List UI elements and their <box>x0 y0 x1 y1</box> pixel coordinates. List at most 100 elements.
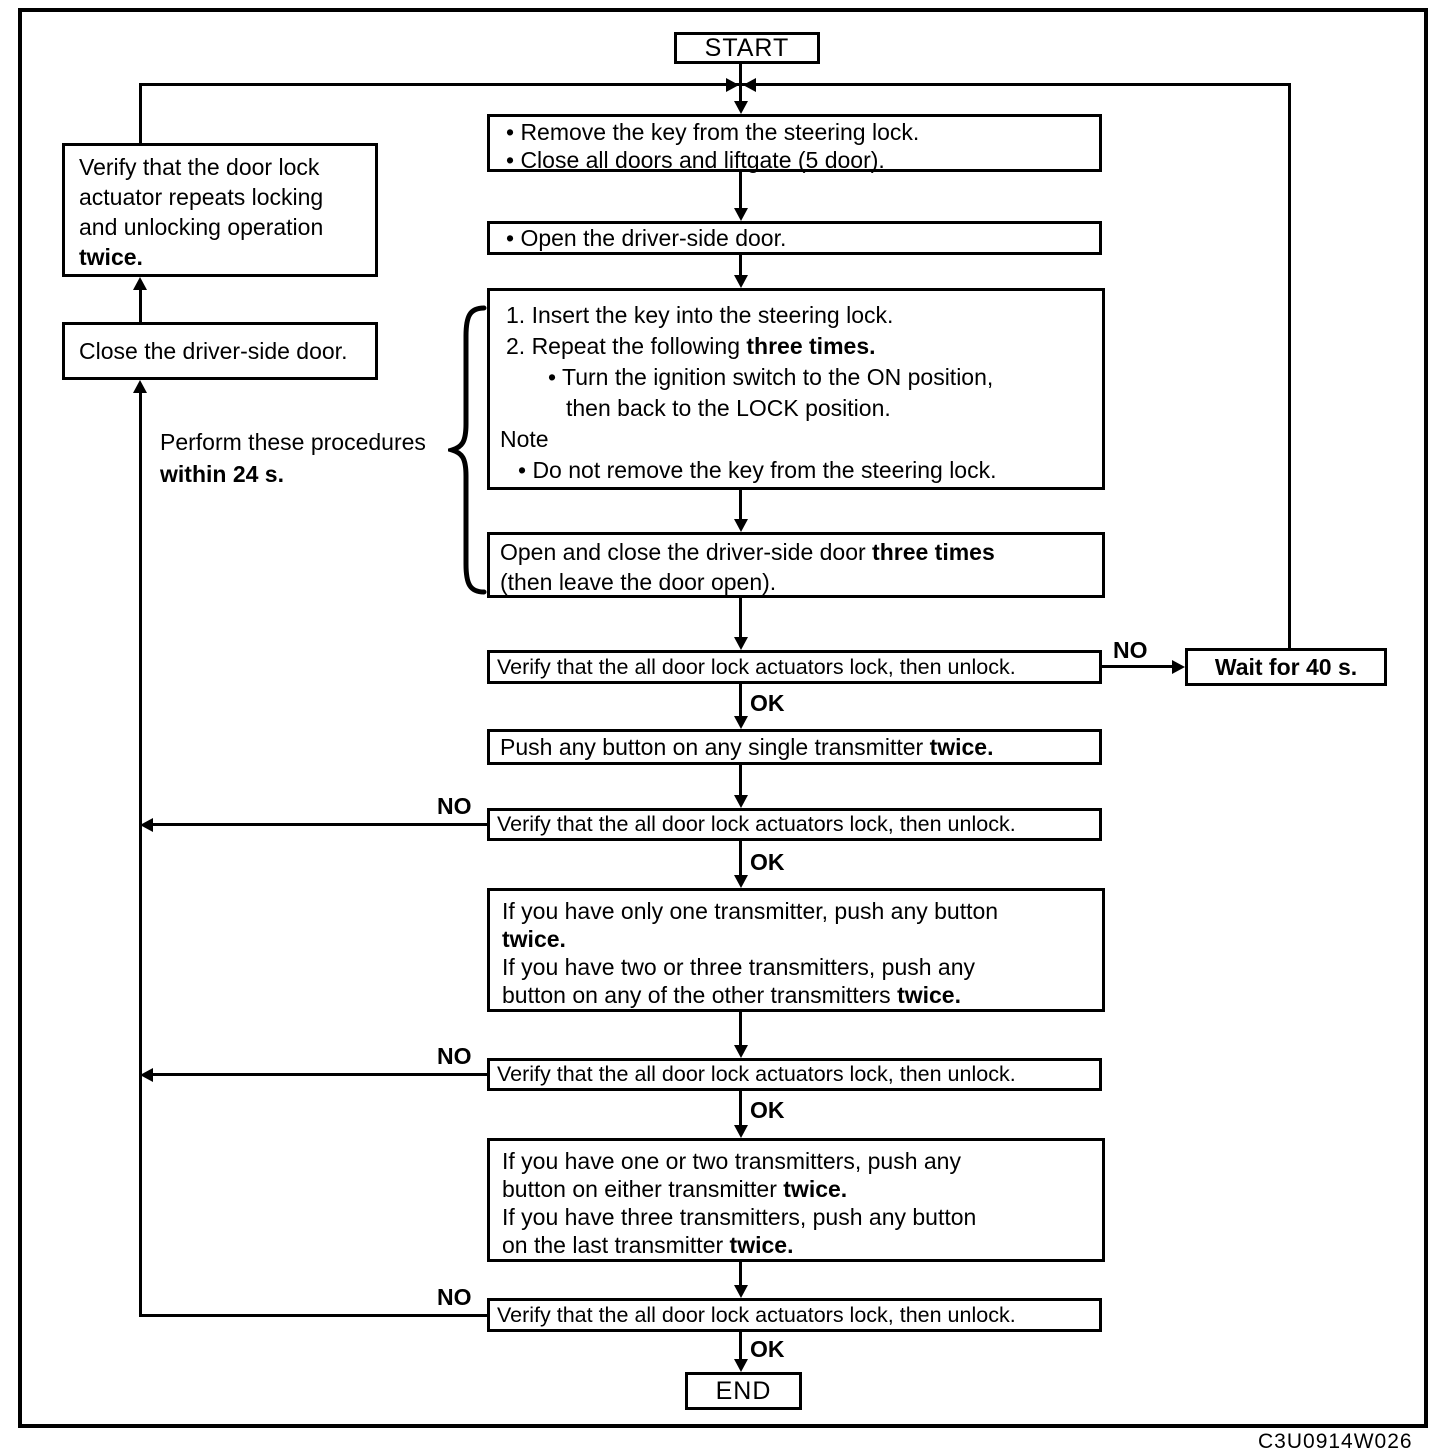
step-text-bold: three times. <box>746 333 876 359</box>
step-text: • Open the driver-side door. <box>506 224 787 251</box>
flow-box-wait-40s: Wait for 40 s. <box>1185 648 1387 686</box>
step-text: actuator repeats locking <box>79 184 324 210</box>
side-note: Perform these procedures within 24 s. <box>160 426 426 490</box>
side-note-line1: Perform these procedures <box>160 429 426 455</box>
connector <box>739 1332 742 1360</box>
arrow-down-icon <box>733 519 748 532</box>
step-text: on the last transmitter twice. <box>502 1231 1102 1259</box>
note-text: • Do not remove the key from the steerin… <box>518 457 997 483</box>
flow-box-verify-actuator: Verify that the door lock actuator repea… <box>62 143 378 277</box>
connector <box>739 1262 742 1286</box>
connector <box>739 684 742 717</box>
step-text: Close the driver-side door. <box>79 337 348 364</box>
feedback-top-line <box>139 83 1291 86</box>
arrow-down-icon <box>733 101 748 114</box>
flow-box-remove-key: • Remove the key from the steering lock.… <box>487 114 1102 173</box>
step-text: on the last transmitter <box>502 1232 730 1258</box>
step-text-bold: twice. <box>783 1176 848 1202</box>
step-text-bold: twice. <box>79 244 143 270</box>
step-text: Verify that the door lock <box>79 154 320 180</box>
step-text: then back to the LOCK position. <box>566 395 891 421</box>
arrow-down-icon <box>733 716 748 729</box>
verify-text: Verify that the all door lock actuators … <box>497 654 1016 679</box>
flow-box-push-last: If you have one or two transmitters, pus… <box>487 1138 1105 1262</box>
flow-box-verify-4: Verify that the all door lock actuators … <box>487 1298 1102 1332</box>
connector <box>139 289 142 322</box>
flow-box-push-other: If you have only one transmitter, push a… <box>487 888 1105 1012</box>
step-text: • Close all doors and liftgate (5 door). <box>506 147 885 173</box>
step-text: If you have only one transmitter, push a… <box>502 898 999 924</box>
wait-text: Wait for 40 s. <box>1214 653 1358 680</box>
connector <box>739 255 742 276</box>
no-line-2 <box>152 823 487 826</box>
flow-box-verify-2: Verify that the all door lock actuators … <box>487 808 1102 841</box>
step-text: If you have three transmitters, push any… <box>502 1204 977 1230</box>
arrow-down-icon <box>733 637 748 650</box>
ok-label-1: OK <box>750 690 785 716</box>
step-text: Open and close the driver-side door <box>500 539 873 565</box>
arrow-down-icon <box>733 1045 748 1058</box>
flow-box-ignition-procedure: 1. Insert the key into the steering lock… <box>487 288 1105 490</box>
arrow-down-icon <box>733 275 748 288</box>
end-terminal: END <box>685 1372 802 1410</box>
step-text: 2. Repeat the following <box>506 333 747 359</box>
no-label-3: NO <box>437 1043 472 1069</box>
flow-box-close-driver-door: Close the driver-side door. <box>62 322 378 380</box>
step-text: 2. Repeat the following three times. <box>490 331 1102 362</box>
figure-border <box>18 8 1428 1428</box>
arrow-left-icon <box>140 817 153 832</box>
arrow-left-icon <box>140 1067 153 1082</box>
ok-label-4: OK <box>750 1336 785 1362</box>
step-text: If you have one or two transmitters, pus… <box>502 1148 961 1174</box>
junction-arrow-left-icon <box>743 77 756 92</box>
step-text: button on any of the other transmitters … <box>502 981 1102 1009</box>
flow-box-verify-1: Verify that the all door lock actuators … <box>487 650 1102 684</box>
arrow-up-icon <box>133 380 147 393</box>
junction-arrow-right-icon <box>726 77 739 92</box>
step-text: button on either transmitter twice. <box>502 1175 1102 1203</box>
connector <box>739 64 742 102</box>
verify-text: Verify that the all door lock actuators … <box>497 1302 1016 1327</box>
no-label-4: NO <box>437 1284 472 1310</box>
figure-code: C3U0914W026 <box>1258 1430 1413 1453</box>
ok-label-3: OK <box>750 1097 785 1123</box>
step-text: Push any button on any single transmitte… <box>500 733 994 762</box>
step-text: • Turn the ignition switch to the ON pos… <box>548 364 994 390</box>
step-text: and unlocking operation <box>79 214 324 240</box>
flow-box-open-close-three-times: Open and close the driver-side door thre… <box>487 532 1105 598</box>
step-text: button on either transmitter <box>502 1176 784 1202</box>
step-text: If you have two or three transmitters, p… <box>502 954 976 980</box>
start-label: START <box>704 33 790 62</box>
end-label: END <box>715 1376 772 1405</box>
no-line-1 <box>1102 665 1173 668</box>
flow-box-push-single: Push any button on any single transmitte… <box>487 729 1102 765</box>
step-text-bold: three times <box>872 539 995 565</box>
ok-label-2: OK <box>750 849 785 875</box>
no-label-2: NO <box>437 793 472 819</box>
connector <box>739 172 742 209</box>
step-text: Push any button on any single transmitte… <box>500 733 930 760</box>
side-note-line2: within 24 s. <box>160 461 284 487</box>
step-text-bold: twice. <box>729 1232 794 1258</box>
arrow-down-icon <box>733 795 748 808</box>
no-label-1: NO <box>1113 637 1148 663</box>
arrow-down-icon <box>733 875 748 888</box>
arrow-up-icon <box>133 277 147 290</box>
step-text-bold: twice. <box>502 926 566 952</box>
arrow-right-icon <box>1172 659 1185 674</box>
no-line-4 <box>139 1314 487 1317</box>
connector <box>739 841 742 876</box>
note-title: Note <box>500 426 549 452</box>
connector <box>739 490 742 520</box>
arrow-down-icon <box>733 208 748 221</box>
step-text: Open and close the driver-side door thre… <box>500 537 1102 567</box>
step-text: (then leave the door open). <box>500 569 777 595</box>
step-text: • Remove the key from the steering lock. <box>506 119 920 145</box>
feedback-left-line <box>139 392 142 1317</box>
connector <box>739 765 742 796</box>
step-text-bold: twice. <box>897 982 961 1008</box>
step-text: 1. Insert the key into the steering lock… <box>506 302 894 328</box>
feedback-left-line-top <box>139 83 142 143</box>
feedback-right-line <box>1288 86 1291 648</box>
